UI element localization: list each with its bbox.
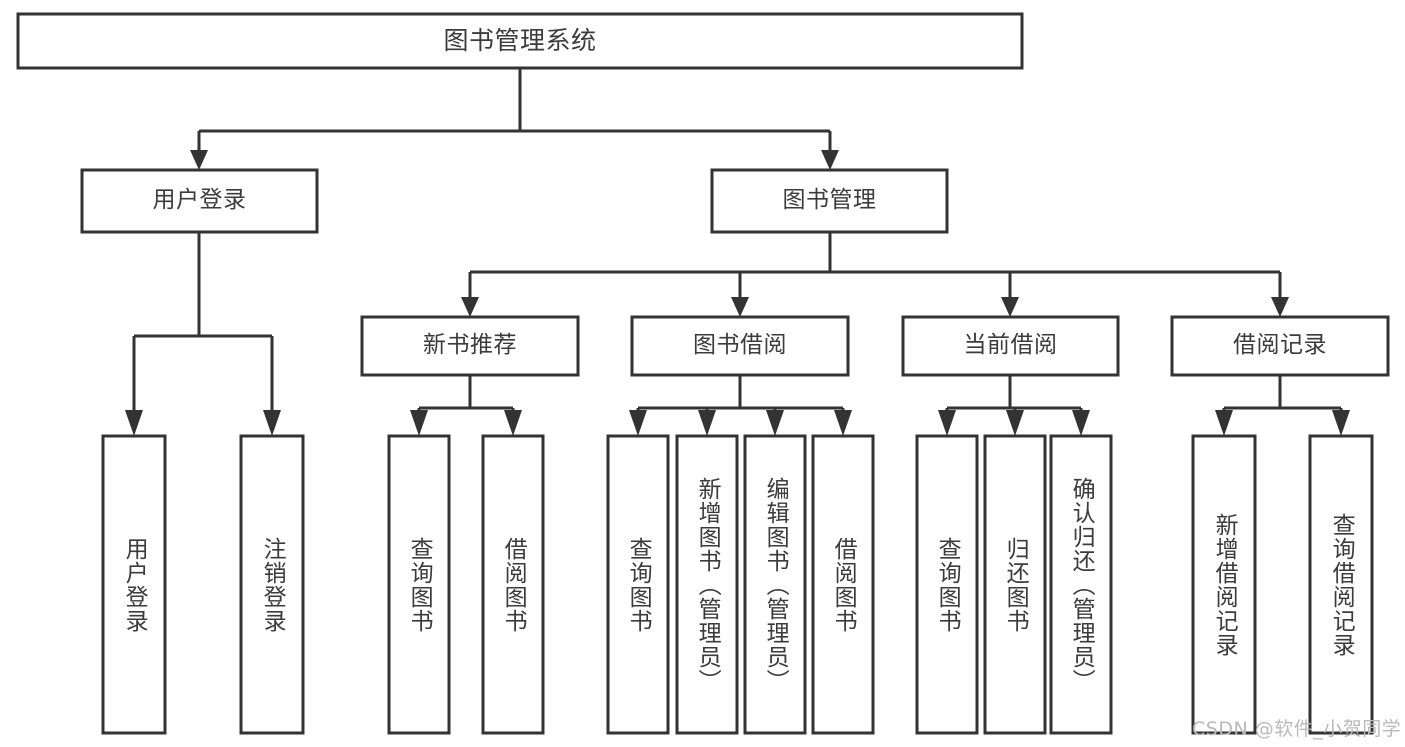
- leaf-box-book-borrow-2[interactable]: [743, 434, 807, 735]
- arrow-to-leaf-current-borrow-0: [938, 410, 956, 436]
- connector-userlogin-to-leaves: [132, 232, 274, 416]
- connector-newbook-to-leaves: [417, 375, 515, 416]
- arrow-to-leaf-current-borrow-1: [1006, 410, 1024, 436]
- leaf-box-new-book-1[interactable]: [481, 434, 545, 735]
- node-box-current-borrow[interactable]: [901, 315, 1120, 377]
- arrow-to-leaf-book-borrow-1: [698, 410, 716, 436]
- leaf-box-new-book-0[interactable]: [387, 434, 451, 735]
- connector-bookborrow-to-leaves: [636, 375, 845, 416]
- leaf-box-user-login-0[interactable]: [101, 434, 167, 735]
- leaf-box-borrow-record-0[interactable]: [1191, 434, 1257, 735]
- leaf-box-book-borrow-0[interactable]: [606, 434, 670, 735]
- leaf-box-user-login-1[interactable]: [239, 434, 305, 735]
- node-box-book-borrow[interactable]: [630, 315, 850, 377]
- connector-borrowrecord-to-leaves: [1222, 375, 1343, 416]
- arrow-to-leaf-book-borrow-2: [766, 410, 784, 436]
- arrow-to-book-management: [821, 150, 839, 170]
- node-box-book-management[interactable]: [710, 168, 949, 234]
- arrow-to-new-book-recommend: [461, 297, 479, 317]
- arrow-to-leaf-book-borrow-3: [834, 410, 852, 436]
- arrow-to-borrow-record: [1271, 297, 1289, 317]
- node-box-user-login[interactable]: [80, 168, 319, 234]
- leaf-box-borrow-record-1[interactable]: [1308, 434, 1374, 735]
- leaf-box-current-borrow-0[interactable]: [915, 434, 979, 735]
- node-box-borrow-record[interactable]: [1170, 315, 1390, 377]
- arrow-to-leaf-new-book-1: [504, 410, 522, 436]
- leaf-box-book-borrow-3[interactable]: [811, 434, 875, 735]
- connector-root-to-level2: [197, 68, 832, 150]
- arrow-to-leaf-borrow-record-0: [1215, 410, 1233, 436]
- node-box-root[interactable]: [16, 12, 1024, 70]
- node-box-new-book-recommend[interactable]: [360, 315, 580, 377]
- leaf-box-current-borrow-1[interactable]: [983, 434, 1047, 735]
- arrow-to-leaf-user-login-0: [125, 410, 143, 436]
- arrow-to-leaf-current-borrow-2: [1072, 410, 1090, 436]
- connector-bookmgmt-to-level3: [468, 232, 1282, 297]
- arrow-to-leaf-book-borrow-0: [629, 410, 647, 436]
- connector-currentborrow-to-leaves: [945, 375, 1083, 416]
- arrow-to-leaf-new-book-0: [410, 410, 428, 436]
- arrow-to-leaf-borrow-record-1: [1332, 410, 1350, 436]
- arrow-to-current-borrow: [1001, 297, 1019, 317]
- leaf-box-book-borrow-1[interactable]: [675, 434, 739, 735]
- arrow-to-book-borrow: [731, 297, 749, 317]
- arrow-to-leaf-user-login-1: [263, 410, 281, 436]
- arrow-to-user-login: [190, 150, 208, 170]
- leaf-box-current-borrow-2[interactable]: [1049, 434, 1113, 735]
